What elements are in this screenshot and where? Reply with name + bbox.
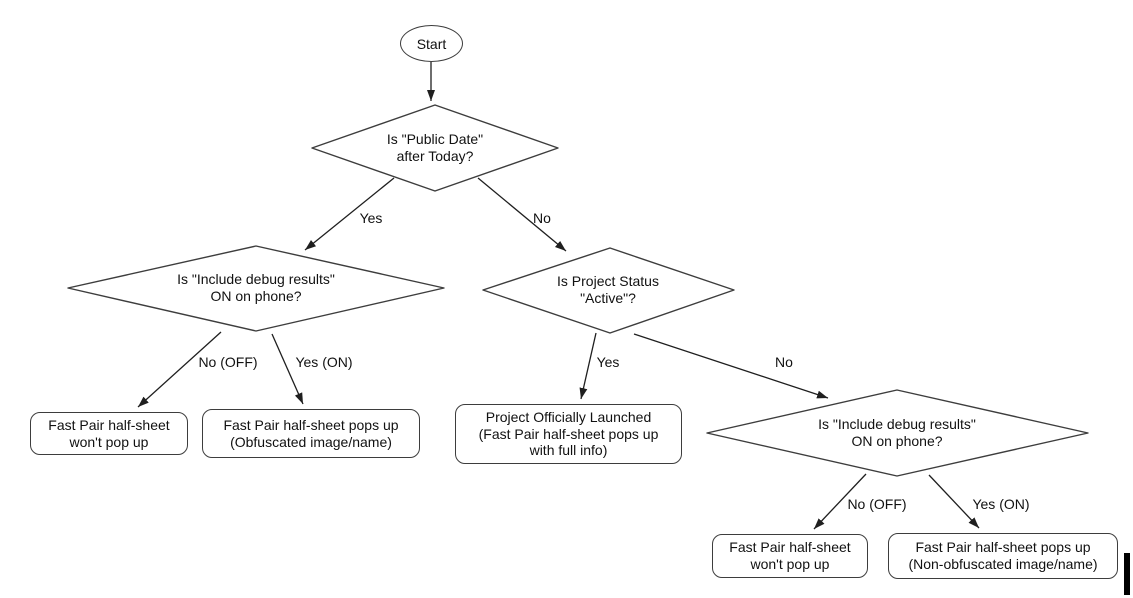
decision-debug-right-shape xyxy=(706,389,1089,477)
start-node: Start xyxy=(400,25,463,62)
edge-label-public-date-no: No xyxy=(533,210,551,226)
text-cursor-artifact xyxy=(1124,553,1130,595)
edge-label-status-yes: Yes xyxy=(596,354,620,370)
edge-debug-left-no xyxy=(137,331,222,408)
result-non-obfuscated-node: Fast Pair half-sheet pops up (Non-obfusc… xyxy=(888,533,1118,579)
decision-debug-left-shape xyxy=(67,245,445,332)
edge-public-date-yes xyxy=(304,177,395,251)
edge-public-date-no xyxy=(477,177,567,252)
result-launched-node: Project Officially Launched (Fast Pair h… xyxy=(455,404,682,464)
edge-debug-left-yes xyxy=(271,333,304,405)
edge-label-status-no: No xyxy=(775,354,793,370)
result-obfuscated-node: Fast Pair half-sheet pops up (Obfuscated… xyxy=(202,409,420,458)
edge-status-yes xyxy=(579,332,597,400)
decision-public-date-label: Is "Public Date" after Today? xyxy=(386,131,484,164)
edge-label-debug-right-yes: Yes (ON) xyxy=(972,496,1030,512)
result-wont-popup-right-node: Fast Pair half-sheet won't pop up xyxy=(712,534,868,578)
start-node-label: Start xyxy=(416,35,447,52)
edge-label-debug-right-no: No (OFF) xyxy=(847,496,907,512)
edge-label-debug-left-yes: Yes (ON) xyxy=(295,354,353,370)
result-wont-popup-left-node: Fast Pair half-sheet won't pop up xyxy=(30,412,188,455)
decision-debug-left-label: Is "Include debug results" ON on phone? xyxy=(177,271,335,304)
decision-public-date-shape xyxy=(311,104,559,192)
decision-project-status-label: Is Project Status "Active"? xyxy=(557,273,659,306)
edge-status-no xyxy=(633,333,829,399)
edge-label-debug-left-no: No (OFF) xyxy=(198,354,258,370)
decision-project-status-shape xyxy=(482,247,735,334)
edge-debug-right-yes xyxy=(928,474,980,529)
edge-label-public-date-yes: Yes xyxy=(359,210,383,226)
decision-debug-right-label: Is "Include debug results" ON on phone? xyxy=(818,416,976,449)
edge-debug-right-no xyxy=(813,473,867,530)
